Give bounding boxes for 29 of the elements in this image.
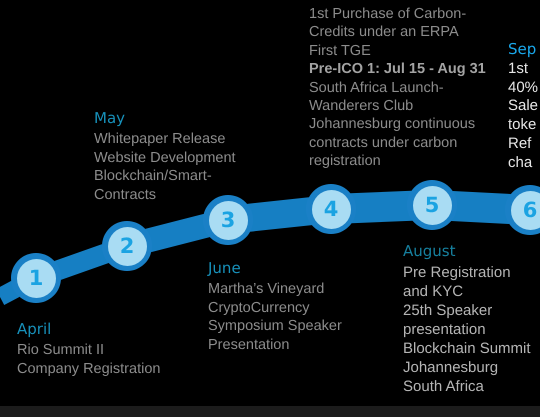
milestone-text: Martha’s Vineyard CryptoCurrency Symposium Speaker Presentation bbox=[208, 280, 343, 354]
milestone-text: First TGE bbox=[309, 42, 372, 60]
timeline-band bbox=[350, 190, 413, 224]
milestone-text: Pre-ICO 1: Jul 15 - Aug 31 bbox=[309, 60, 487, 79]
milestone-text: 25th Speaker presentation Blockchain Summit Johannesburg South Africa bbox=[403, 301, 531, 396]
month-heading: April bbox=[17, 321, 52, 337]
milestone-text: Pre Registration and KYC bbox=[403, 263, 512, 301]
step-number: 2 bbox=[120, 234, 134, 258]
step-number: 6 bbox=[522, 198, 538, 222]
step-number: 3 bbox=[220, 208, 236, 232]
month-heading: May bbox=[94, 110, 126, 126]
milestone-text: 1st Purchase of Carbon-Credits under an ERPA bbox=[309, 5, 468, 42]
milestone-text: South Africa Launch-Wanderers Club Johannesburg continuous contracts under carbon registration bbox=[309, 78, 476, 171]
milestone-text: Whitepaper Release bbox=[94, 130, 226, 148]
timeline-band bbox=[145, 214, 210, 252]
milestone-text: Website Development bbox=[94, 148, 237, 167]
milestone-text: Company Registration bbox=[17, 360, 162, 378]
month-heading: Sep bbox=[508, 41, 536, 57]
month-heading: August bbox=[403, 243, 456, 259]
timeline-band bbox=[0, 280, 20, 305]
timeline-band bbox=[247, 197, 312, 232]
milestone-text: Blockchain/Smart-Contracts bbox=[94, 167, 213, 204]
step-number: 5 bbox=[424, 193, 440, 217]
timeline-band bbox=[54, 244, 109, 280]
milestone-text: Rio Summit II bbox=[17, 341, 106, 360]
milestone-text: 1st 40% Sale toke Ref cha bbox=[508, 60, 538, 172]
step-number: 1 bbox=[28, 266, 44, 290]
month-heading: June bbox=[208, 260, 241, 276]
step-number: 4 bbox=[324, 197, 338, 221]
